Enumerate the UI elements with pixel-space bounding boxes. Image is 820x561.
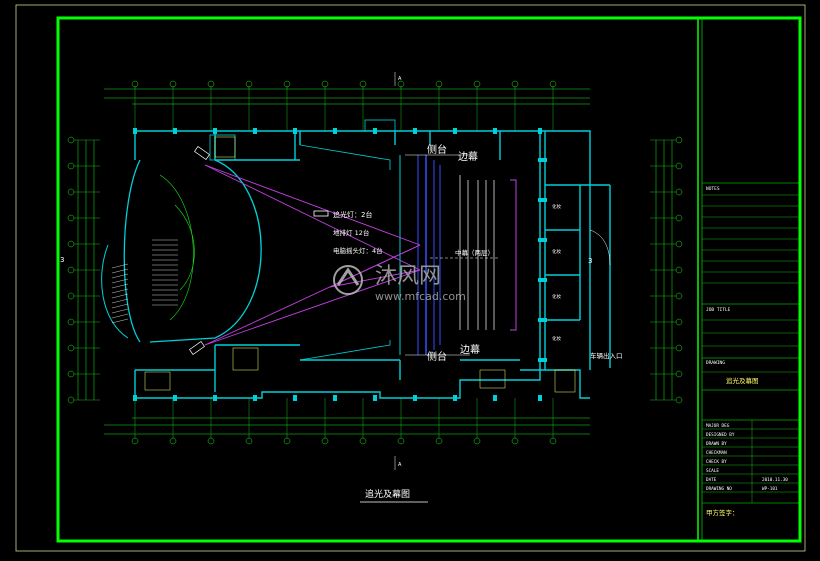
light-beams xyxy=(204,164,421,346)
notes-label: NOTES xyxy=(706,186,720,192)
computer-lights-label: 电脑摇头灯：4台 xyxy=(333,246,383,255)
title-block-rows: MAJOR DEG DESIGNED BY DRAWN BY CHECKMAN CHEC… xyxy=(706,423,788,492)
side-stage-bottom-label: 侧台 xyxy=(427,350,447,363)
watermark-brand: 沐风网 xyxy=(375,264,441,289)
outer-sheet-border xyxy=(15,4,806,552)
right-grid-ticks xyxy=(650,136,683,404)
stair-blocks xyxy=(144,136,576,393)
job-title-label: JOB TITLE xyxy=(706,307,731,313)
truck-entrance-label: 车辆出入口 xyxy=(590,351,623,360)
stage-area xyxy=(399,154,517,356)
drawing-label: DRAWING xyxy=(706,360,725,366)
spot-lights-label: 追光灯：2台 xyxy=(333,210,372,219)
drawing-title: 追光及幕图 xyxy=(365,488,410,500)
room-label: 化妆 xyxy=(552,335,561,342)
title-block-row-label: DESIGNED BY xyxy=(706,432,735,438)
spotlight-icon xyxy=(189,341,205,355)
strip-lights-label: 地排灯 12台 xyxy=(333,228,369,237)
spotlight-icon xyxy=(194,146,210,160)
axis-mark-right: 3 xyxy=(588,257,592,265)
title-block-row-value: 2010.11.30 xyxy=(762,477,788,483)
title-block-row-label: DRAWING NO xyxy=(706,486,732,492)
side-stage-top-label: 侧台 xyxy=(427,143,447,156)
title-block-row-label: CHECKMAN xyxy=(706,450,727,456)
section-mark-bottom: A xyxy=(398,462,402,468)
title-block-row-label: DRAWN BY xyxy=(706,441,727,447)
edge-curtain-top-label: 边幕 xyxy=(458,150,478,163)
door-swing-arc xyxy=(589,229,611,266)
title-block-row-label: DATE xyxy=(706,477,717,483)
auditorium-seating xyxy=(101,159,262,343)
watermark-url: www.mfcad.com xyxy=(375,290,466,303)
room-label: 化妆 xyxy=(552,293,561,300)
top-dimension-lines xyxy=(104,88,590,105)
bottom-dimension-lines xyxy=(104,417,590,435)
side-rooms xyxy=(209,119,396,361)
room-label: 化妆 xyxy=(552,203,561,210)
section-mark-top: A xyxy=(398,76,402,82)
title-block-row-label: MAJOR DEG xyxy=(706,423,730,429)
drawing-name: 追光及幕图 xyxy=(726,376,759,385)
building-walls xyxy=(134,130,611,399)
watermark: 沐风网 www.mfcad.com xyxy=(333,264,466,303)
stair-hatching xyxy=(111,239,178,324)
bottom-grid-ticks xyxy=(131,398,557,445)
top-grid-ticks xyxy=(131,80,557,131)
edge-curtain-bottom-label: 边幕 xyxy=(460,343,480,356)
title-block-row-label: SCALE xyxy=(706,468,719,474)
title-block-row-label: CHECK BY xyxy=(706,459,727,465)
title-block xyxy=(702,182,800,504)
title-block-row-value: WP-101 xyxy=(762,486,778,492)
drawing-frame xyxy=(56,16,802,543)
signature-label: 甲方签字： xyxy=(706,508,739,517)
axis-mark-left: 3 xyxy=(60,256,64,264)
spotlight-legend-icon xyxy=(313,210,329,217)
left-grid-ticks xyxy=(67,136,100,404)
mid-curtain-label: 中幕（两层） xyxy=(455,248,494,257)
room-label: 化妆 xyxy=(552,248,561,255)
